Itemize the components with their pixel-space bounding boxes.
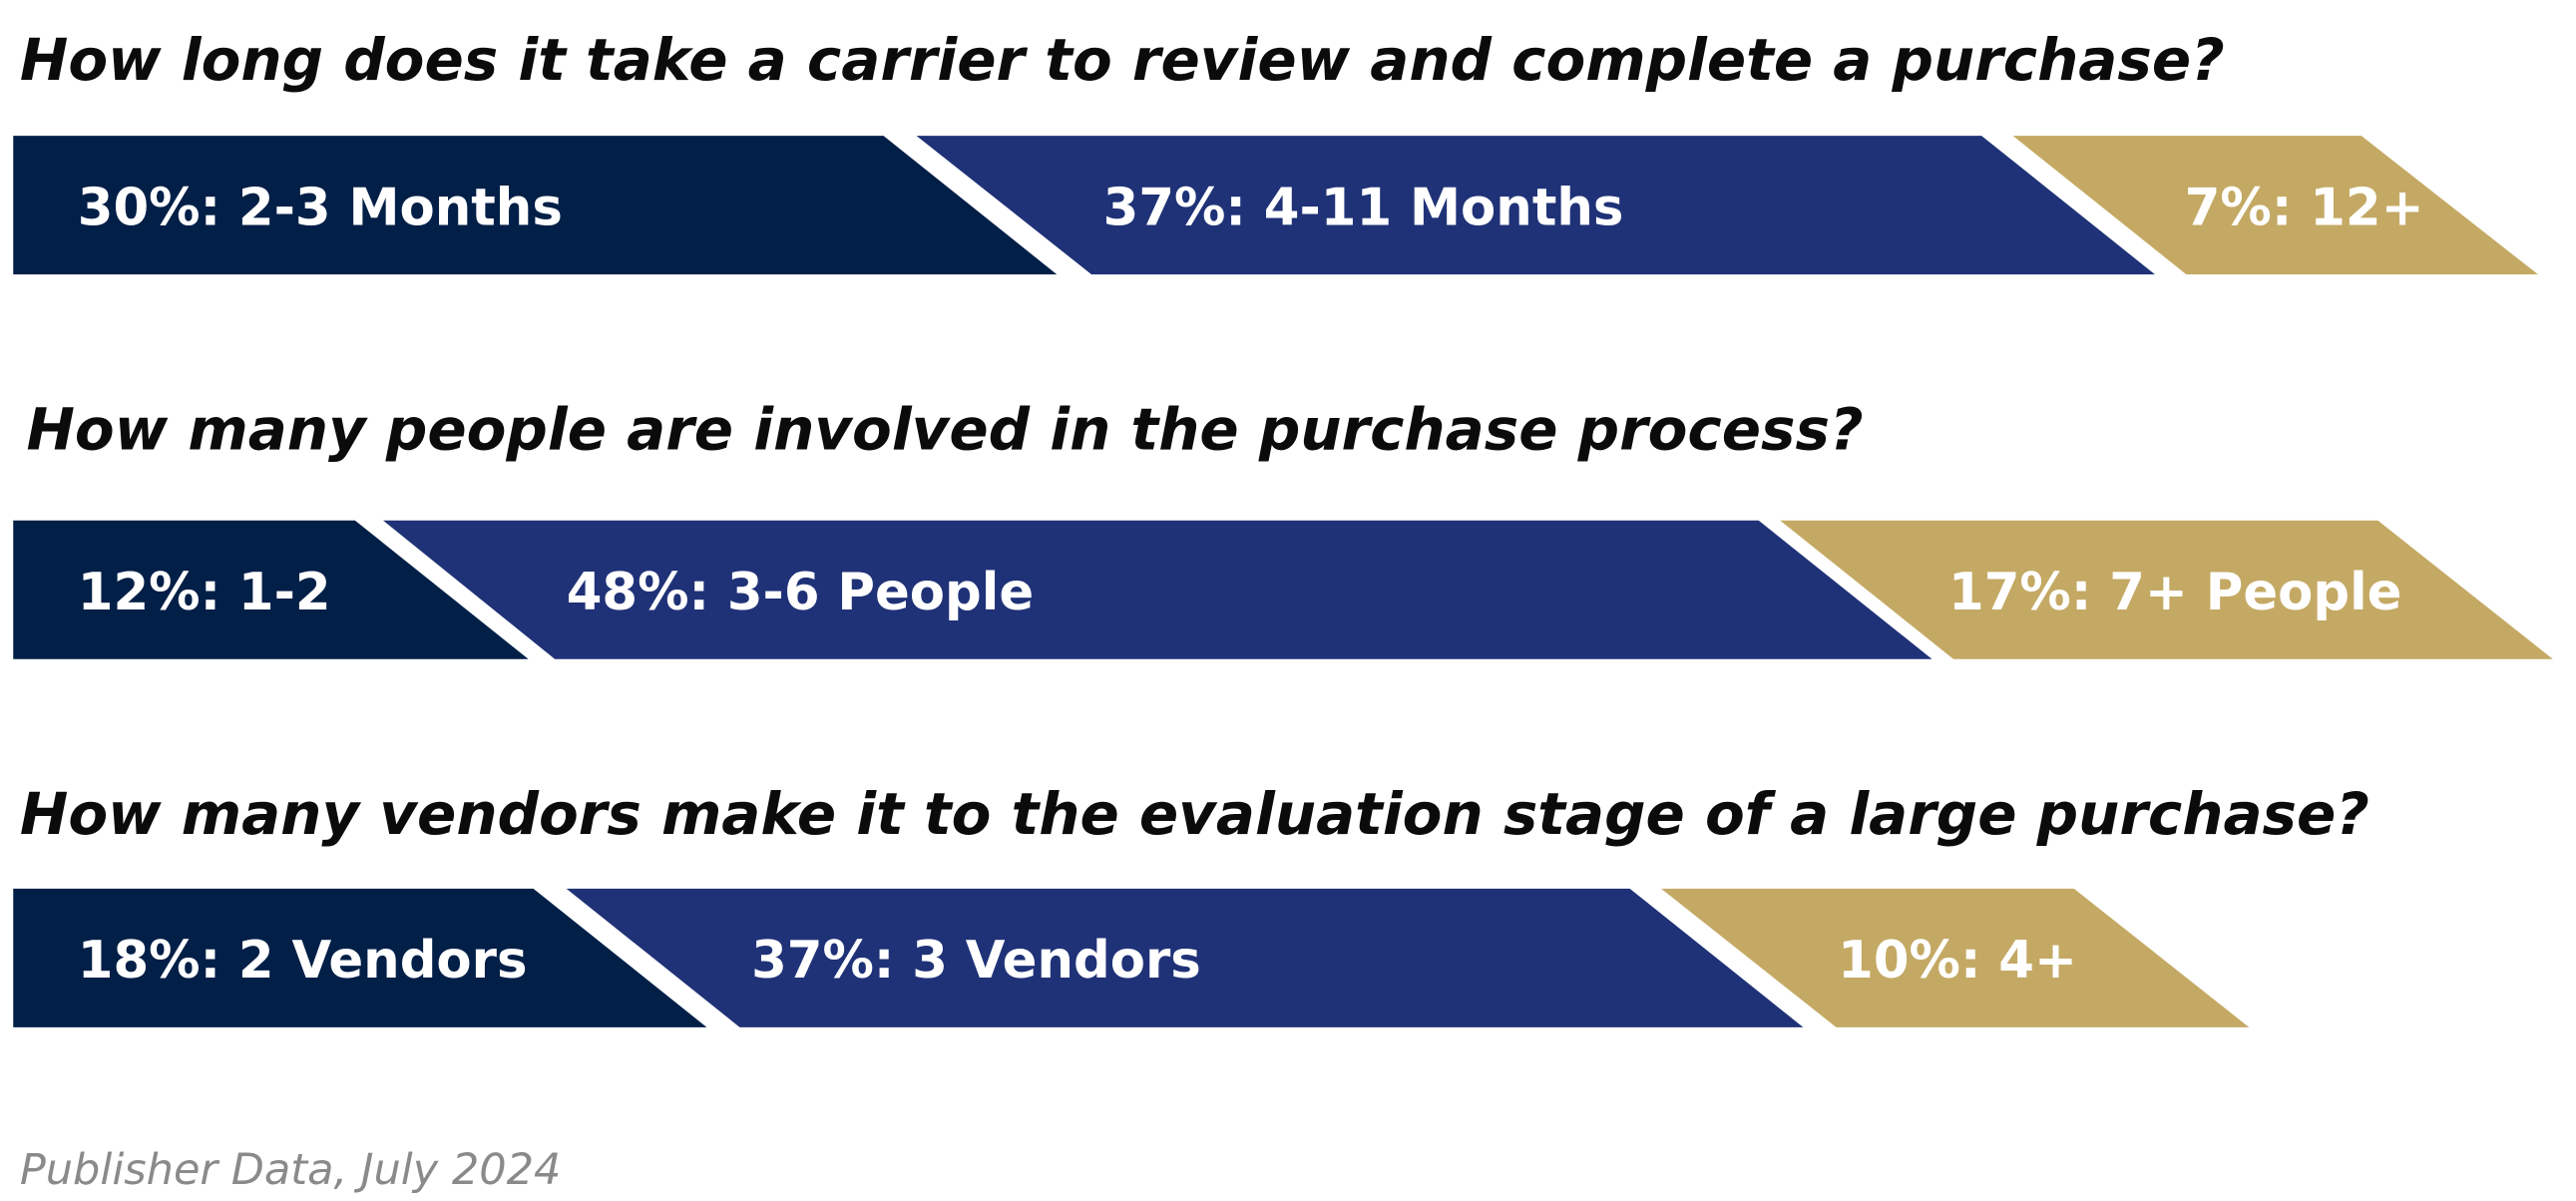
data-label: 37%: 3 Vendors [751, 931, 1201, 991]
data-label: 10%: 4+ [1838, 931, 2077, 991]
chart-title-2: How many people are involved in the purc… [26, 396, 1863, 464]
chart-title-1: How long does it take a carrier to revie… [20, 26, 2225, 94]
data-label: 12%: 1-2 [78, 563, 331, 622]
data-label: 37%: 4-11 Months [1103, 178, 1624, 237]
bar-segment-4-11-months [916, 136, 2155, 275]
chart-title-3: How many vendors make it to the evaluati… [20, 780, 2369, 848]
bar-segment-7-plus-people [1780, 520, 2553, 659]
bar-segment-3-vendors [566, 888, 1804, 1027]
source-footer: Publisher Data, July 2024 [20, 1145, 561, 1195]
data-label: 18%: 2 Vendors [78, 931, 528, 991]
bar-segment-1-2-people [13, 520, 529, 659]
bar-segment-2-3-months [13, 136, 1058, 275]
data-label: 30%: 2-3 Months [78, 178, 563, 237]
bar-segment-3-6-people [382, 520, 1932, 659]
data-label: 48%: 3-6 People [567, 563, 1034, 622]
bar-segment-2-vendors [13, 888, 707, 1027]
data-label: 17%: 7+ People [1948, 563, 2401, 622]
data-label: 7%: 12+ [2185, 178, 2424, 237]
bar-segment-4-plus-vendors [1661, 888, 2250, 1027]
bar-segment-12-plus-months [2012, 136, 2538, 275]
